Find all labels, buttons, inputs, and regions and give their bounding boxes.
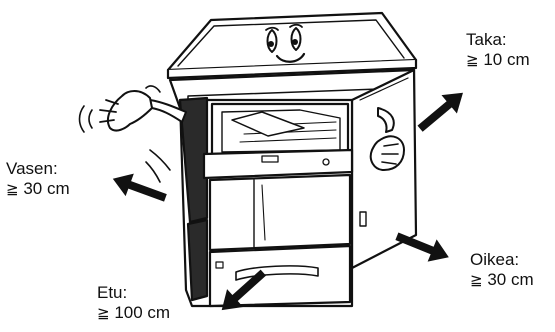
front-label-value: ≧ 100 cm [97, 303, 170, 323]
copier-machine [166, 11, 418, 308]
arrow-left [112, 173, 167, 202]
arrow-rear [417, 92, 463, 132]
left-arm-illustration [99, 85, 187, 132]
arrow-front [221, 269, 266, 311]
left-clearance-label: Vasen: ≧ 30 cm [6, 159, 70, 199]
rear-label-name: Taka: [466, 30, 507, 49]
motion-lines [78, 105, 171, 183]
operation-panel [202, 148, 354, 180]
rear-distance: 10 cm [483, 50, 530, 69]
right-clearance-label: Oikea: ≧ 30 cm [470, 250, 534, 290]
right-arm-illustration [369, 107, 405, 171]
right-symbol: ≧ [470, 271, 483, 289]
rear-label-value: ≧ 10 cm [466, 50, 530, 70]
right-label-value: ≧ 30 cm [470, 270, 534, 290]
front-clearance-label: Etu: ≧ 100 cm [97, 283, 170, 323]
front-distance: 100 cm [114, 303, 171, 322]
arrow-right [395, 232, 449, 262]
front-label-name: Etu: [97, 283, 128, 302]
left-distance: 30 cm [23, 179, 70, 198]
clearance-arrows [112, 92, 463, 311]
front-symbol: ≧ [97, 304, 110, 322]
rear-clearance-label: Taka: ≧ 10 cm [466, 30, 530, 70]
left-symbol: ≧ [6, 180, 19, 198]
smiley-face [265, 23, 306, 63]
left-label-value: ≧ 30 cm [6, 179, 70, 199]
right-distance: 30 cm [487, 270, 534, 289]
right-label-name: Oikea: [470, 250, 520, 269]
left-label-name: Vasen: [6, 159, 58, 178]
rear-symbol: ≧ [466, 51, 479, 69]
